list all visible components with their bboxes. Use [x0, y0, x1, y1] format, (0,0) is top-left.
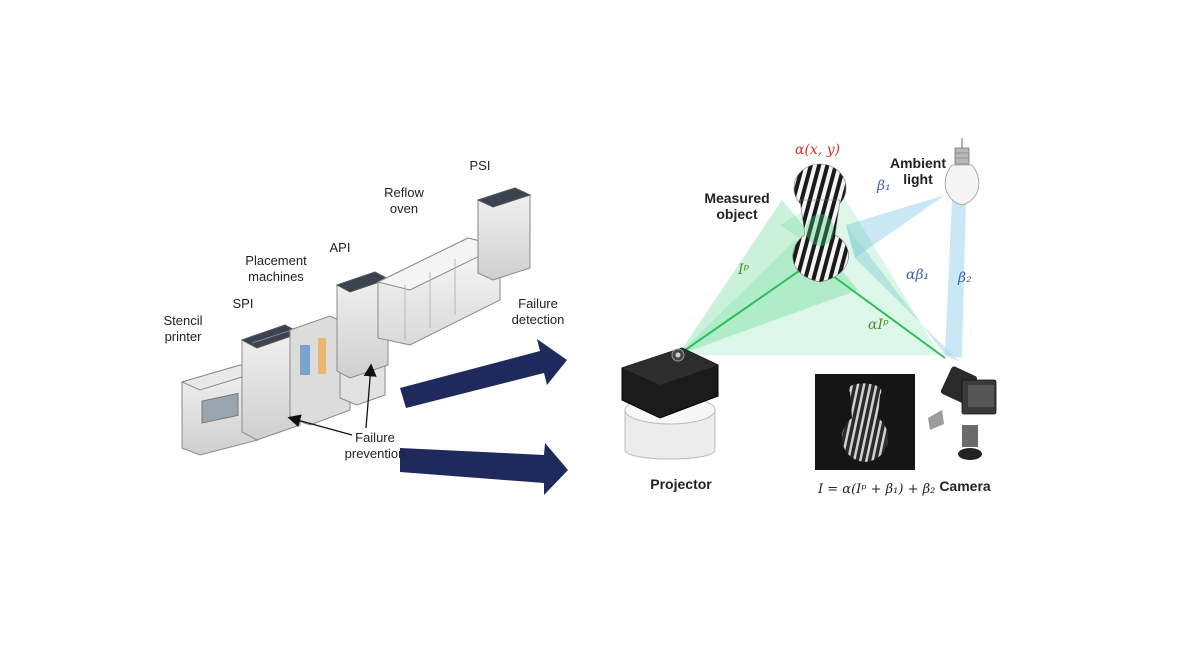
psi-machine	[476, 187, 532, 281]
fringe-image-thumbnail	[815, 374, 915, 470]
spi-machine	[240, 324, 302, 441]
label-spi: SPI	[232, 296, 254, 311]
label-alpha-ip: αIᵖ	[868, 317, 889, 333]
label-equation: I = α(Iᵖ + β₁) + β₂	[818, 482, 936, 497]
ambient-beam-beta1	[846, 195, 945, 258]
reflection-ray-alpha-ip	[817, 264, 946, 359]
label-ambient-light: Ambient light	[890, 155, 946, 187]
navy-arrow-upper	[400, 339, 567, 408]
label-alpha-xy: α(x, y)	[795, 142, 841, 158]
label-ip: Iᵖ	[738, 262, 750, 278]
reflow-oven-machine	[376, 237, 502, 346]
label-failure-prevention: Failure prevention	[344, 430, 406, 461]
projector-icon	[620, 347, 720, 463]
label-placement-machines: Placement machines	[245, 253, 307, 284]
smt-production-line	[180, 187, 532, 456]
label-beta1: β₁	[877, 178, 891, 194]
label-psi: PSI	[469, 158, 491, 173]
label-stencil-printer: Stencil printer	[163, 313, 203, 344]
api-machine	[335, 271, 390, 379]
label-measured-object: Measured object	[704, 190, 770, 222]
ambient-beam-beta2	[945, 200, 966, 358]
label-beta2: β₂	[958, 270, 972, 286]
failure-detection-arrow	[363, 363, 377, 429]
label-projector: Projector	[650, 476, 712, 492]
measured-object-shape	[792, 163, 849, 283]
failure-prevention-arrow	[287, 414, 353, 436]
label-reflow-oven: Reflow oven	[384, 185, 424, 216]
measurement-setup	[620, 138, 997, 470]
label-api: API	[329, 240, 351, 255]
label-alpha-beta1: αβ₁	[906, 267, 930, 283]
stencil-printer-machine	[180, 364, 260, 456]
light-bulb-icon	[944, 138, 980, 206]
camera-icon	[928, 366, 997, 460]
label-failure-detection: Failure detection	[511, 296, 565, 327]
navy-arrow-lower	[400, 443, 568, 495]
label-camera: Camera	[939, 478, 991, 494]
projection-ray-ip	[677, 261, 813, 356]
